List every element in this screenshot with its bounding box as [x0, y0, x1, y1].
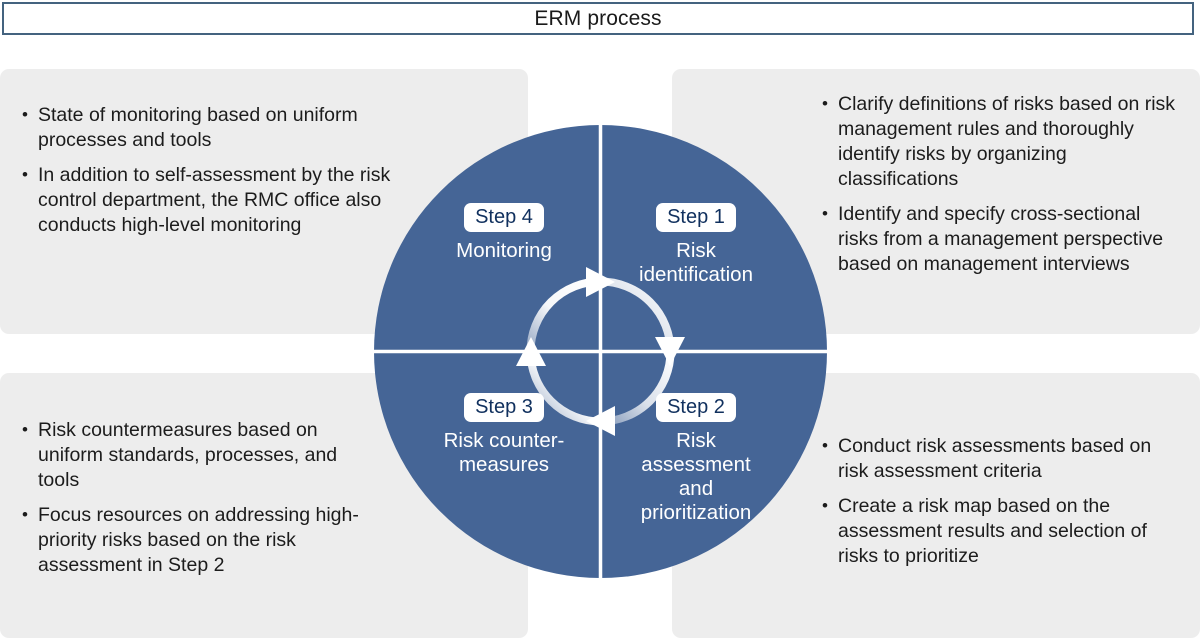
- list-item: State of monitoring based on uniform pro…: [22, 102, 392, 153]
- arrowhead-top-icon: [586, 267, 615, 297]
- cycle-arrow-ring: [516, 267, 685, 436]
- list-item: Clarify definitions of risks based on ri…: [822, 91, 1182, 192]
- list-item: Create a risk map based on the assessmen…: [822, 493, 1172, 569]
- arrowhead-left-icon: [516, 337, 546, 366]
- page-title: ERM process: [534, 6, 662, 30]
- bullet-list-bottom-right: Conduct risk assessments based on risk a…: [822, 433, 1172, 579]
- bullet-list-top-right: Clarify definitions of risks based on ri…: [822, 91, 1182, 287]
- bullet-list-top-left: State of monitoring based on uniform pro…: [22, 102, 392, 248]
- list-item: Risk countermeasures based on uniform st…: [22, 417, 382, 493]
- header-bar: ERM process: [2, 2, 1194, 35]
- arrowhead-right-icon: [655, 337, 685, 366]
- list-item: Focus resources on addressing high-prior…: [22, 502, 382, 578]
- list-item: In addition to self-assessment by the ri…: [22, 162, 392, 238]
- list-item: Identify and specify cross-sectional ris…: [822, 201, 1182, 277]
- cycle-circle-graphic: [374, 125, 827, 578]
- cycle-diagram: Step 4 Monitoring Step 1 Risk identifica…: [374, 125, 827, 578]
- arrowhead-bottom-icon: [586, 406, 615, 436]
- list-item: Conduct risk assessments based on risk a…: [822, 433, 1172, 484]
- bullet-list-bottom-left: Risk countermeasures based on uniform st…: [22, 417, 382, 588]
